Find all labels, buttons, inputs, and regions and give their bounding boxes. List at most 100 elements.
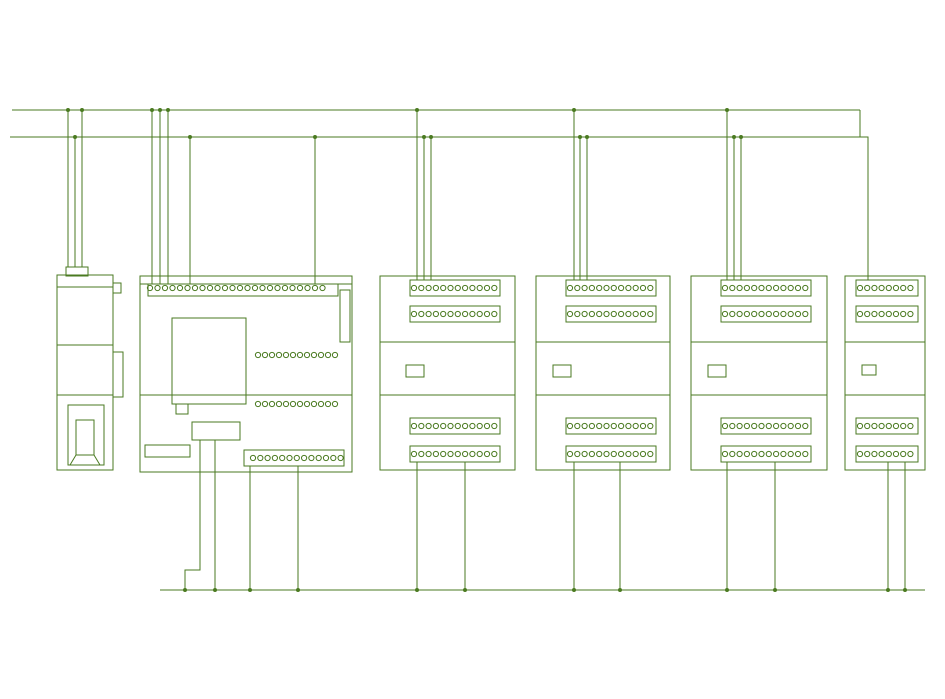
terminal-screw [566,310,574,318]
expansion-module-2 [535,110,671,590]
terminal-screw [176,284,184,292]
terminal-screw [199,284,206,292]
terminal-screw [282,351,290,359]
terminal-screw [483,310,491,318]
terminal-screw [447,310,454,318]
terminal-screw [432,284,439,292]
terminal-screw [581,284,588,292]
terminal-screw [418,422,425,430]
terminal-screw [780,450,787,458]
terminal-screw [802,310,809,318]
terminal-screw [907,422,914,430]
terminal-screw [440,422,447,430]
terminal-screw [261,351,269,359]
terminal-screw [596,422,603,430]
terminal-screw [802,284,809,292]
terminal-screw [871,284,878,292]
wire-junction [773,588,777,592]
wire-junction [429,135,433,139]
terminal-screw [729,310,736,318]
terminal-screw [319,284,326,292]
terminal-screw [154,284,161,292]
wire-junction [158,108,162,112]
terminal-rows [146,284,914,462]
terminal-screw [432,450,439,458]
terminal-screw [425,284,432,292]
terminal-screw [787,422,794,430]
terminal-screw [736,450,743,458]
wire-junction [463,588,467,592]
terminal-screw [900,422,907,430]
wire-junction [73,135,77,139]
terminal-screw [275,400,283,408]
terminal-screw [773,422,780,430]
terminal-screw [432,422,439,430]
terminal-screw [261,400,269,408]
terminal-screw [610,422,617,430]
terminal-screw [410,310,418,318]
terminal-screw [751,310,758,318]
terminal-screw [410,284,418,292]
terminal-screw [878,284,885,292]
terminal-screw [440,284,447,292]
terminal-screw [892,310,900,318]
terminal-screw [878,422,885,430]
wire-junction [213,588,217,592]
wire-junction [572,588,576,592]
terminal-screw [476,450,483,458]
terminal-screw [330,454,337,462]
terminal-screw [892,450,900,458]
terminal-screw [268,400,276,408]
terminal-screw [758,450,765,458]
terminal-screw [773,284,780,292]
terminal-screw [892,284,900,292]
wire-junction [732,135,736,139]
terminal-screw [282,400,290,408]
terminal-screw [625,422,632,430]
terminal-screw [856,284,864,292]
terminal-screw [618,284,625,292]
terminal-screw [454,310,461,318]
terminal-screw [476,310,483,318]
terminal-screw [469,422,476,430]
terminal-screw [574,310,581,318]
terminal-screw [169,284,176,292]
terminal-screw [311,284,319,292]
terminal-screw [588,310,596,318]
terminal-screw [864,422,871,430]
wire-junction [903,588,907,592]
terminal-screw [885,310,892,318]
terminal-screw [432,310,439,318]
terminal-screw [331,400,339,408]
terminal-screw [632,450,639,458]
terminal-screw [331,351,339,359]
terminal-screw [743,422,751,430]
terminal-screw [618,310,625,318]
terminal-screw [491,284,498,292]
terminal-screw [736,284,743,292]
terminal-screw [603,450,610,458]
terminal-screw [289,284,296,292]
terminal-screw [625,450,632,458]
terminal-screw [469,310,476,318]
terminal-screw [603,284,610,292]
terminal-screw [871,422,878,430]
terminal-screw [721,284,729,292]
terminal-screw [447,284,454,292]
terminal-screw [491,310,498,318]
terminal-screw [310,400,318,408]
terminal-screw [871,310,878,318]
terminal-screw [729,422,736,430]
terminal-screw [440,450,447,458]
terminal-screw [625,310,632,318]
terminal-screw [254,400,262,408]
terminal-screw [794,310,802,318]
terminal-screw [483,450,491,458]
terminal-screw [566,284,574,292]
terminal-screw [476,284,483,292]
terminal-screw [736,310,743,318]
terminal-screw [566,450,574,458]
terminal-screw [310,351,318,359]
terminal-screw [244,284,251,292]
